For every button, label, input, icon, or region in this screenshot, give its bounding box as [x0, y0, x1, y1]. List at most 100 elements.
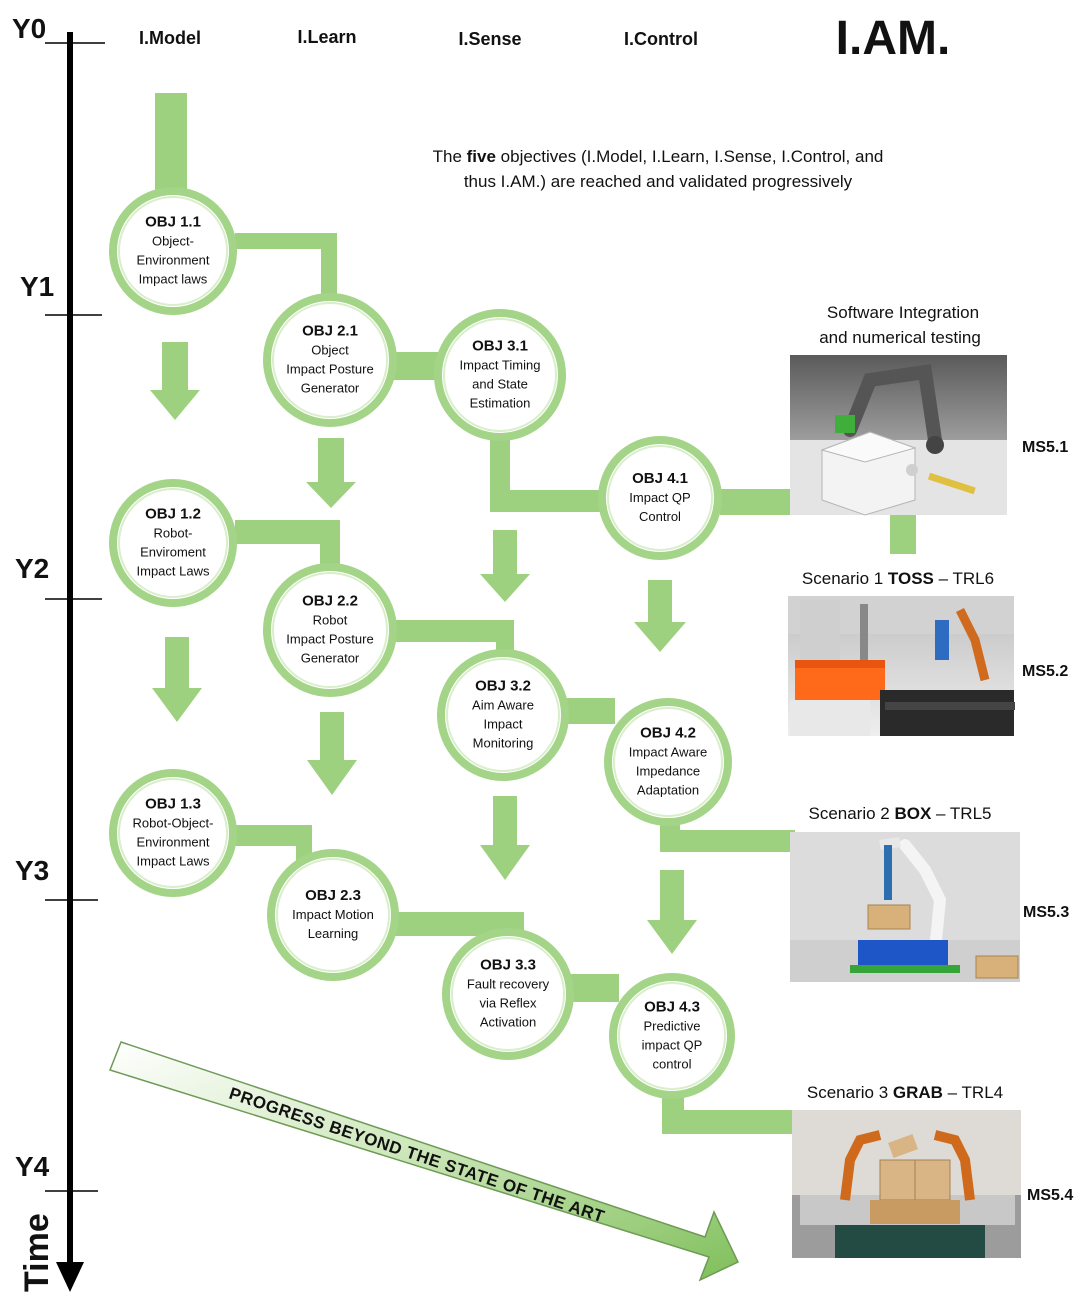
connector-obj-1-2-to-obj-2-2 [235, 520, 340, 575]
objective-description-line: Impact QP [629, 490, 690, 505]
objective-ring [434, 309, 566, 441]
progress-banner-arrow [109, 1041, 740, 1282]
objective-description-line: Robot-Object- [133, 816, 214, 831]
connector-obj-2-2-to-obj-3-2 [390, 620, 514, 660]
objective-description-line: Generator [301, 651, 360, 666]
objective-description-line: Generator [301, 381, 360, 396]
year-label-y2: Y2 [15, 553, 49, 584]
ms-5-3-label: MS5.3 [1023, 904, 1069, 921]
ms-5-3-caption-bold: BOX [894, 804, 932, 823]
objective-inner-ring [613, 707, 723, 817]
column-headings: I.Model I.Learn I.Sense I.Control I.AM. [139, 12, 950, 65]
year-label-y3: Y3 [15, 855, 49, 886]
objective-inner-ring [118, 196, 228, 306]
ms-5-3-caption: Scenario 2 BOX – TRL5 [808, 804, 991, 823]
intro-line-1: The five objectives (I.Model, I.Learn, I… [433, 147, 884, 166]
intro-line-1-bold: five [467, 147, 496, 166]
objective-inner-ring [446, 658, 560, 772]
progress-banner-text: PROGRESS BEYOND THE STATE OF THE ART [227, 1084, 607, 1227]
ms-5-4-caption-post: – TRL4 [943, 1083, 1003, 1102]
connector-ms-5-1-down [890, 512, 916, 554]
intro-line-1-pre: The [433, 147, 467, 166]
time-axis-label: Time [18, 1213, 56, 1292]
connector-obj-3-1-to-obj-4-1 [490, 440, 600, 512]
objective-description-line: Adaptation [637, 783, 699, 798]
objective-inner-ring [118, 488, 228, 598]
ms-5-2-caption: Scenario 1 TOSS – TRL6 [802, 569, 994, 588]
objective-inner-ring [272, 572, 388, 688]
down-arrow-isense-y2 [480, 530, 530, 602]
column-heading-isense: I.Sense [458, 29, 521, 49]
objective-inner-ring [443, 318, 557, 432]
objective-inner-ring [451, 937, 565, 1051]
connector-obj-3-3-to-obj-4-3 [565, 974, 619, 1002]
connector-start-obj-1-1 [155, 93, 187, 193]
objective-ring [263, 563, 397, 697]
year-label-y1: Y1 [20, 271, 54, 302]
objective-description-line: Impact Timing [460, 358, 541, 373]
objective-title: OBJ 1.3 [145, 796, 201, 813]
objective-title: OBJ 3.2 [475, 678, 531, 695]
objective-title: OBJ 2.1 [302, 323, 358, 340]
objective-ring [109, 479, 237, 607]
objective-ring [263, 293, 397, 427]
objective-description-line: Impact [483, 717, 522, 732]
objective-inner-ring [272, 302, 388, 418]
objective-title: OBJ 1.1 [145, 214, 201, 231]
objective-title: OBJ 4.1 [632, 470, 688, 487]
ms-5-3-caption-post: – TRL5 [931, 804, 991, 823]
objective-description-line: Impact Laws [137, 854, 210, 869]
objective-title: OBJ 2.2 [302, 593, 358, 610]
objective-ring [437, 649, 569, 781]
objective-description-line: Control [639, 509, 681, 524]
ms-5-1-label: MS5.1 [1022, 439, 1068, 456]
year-label-y0: Y0 [12, 13, 46, 44]
ms-5-3-image [790, 832, 1020, 982]
ms-5-4-caption: Scenario 3 GRAB – TRL4 [807, 1083, 1003, 1102]
objective-description-line: Fault recovery [467, 977, 550, 992]
objective-description-line: Aim Aware [472, 698, 534, 713]
intro-line-2: thus I.AM.) are reached and validated pr… [464, 172, 853, 191]
objective-description-line: Impedance [636, 764, 700, 779]
ms-5-1-image [790, 355, 1007, 516]
down-arrow-isense-y3 [480, 796, 530, 880]
objective-description-line: Learning [308, 926, 359, 941]
objective-description-line: Robot [313, 613, 348, 628]
objective-description-line: Monitoring [473, 736, 534, 751]
intro-line-1-post: objectives (I.Model, I.Learn, I.Sense, I… [496, 147, 883, 166]
objective-ring [267, 849, 399, 981]
objective-description-line: Predictive [643, 1019, 700, 1034]
objective-description-line: Impact Posture [286, 632, 373, 647]
objective-inner-ring [276, 858, 390, 972]
objective-description-line: Impact Aware [629, 745, 708, 760]
objective-title: OBJ 4.3 [644, 999, 700, 1016]
timeline-arrowhead [56, 1262, 84, 1292]
ms-5-3-caption-pre: Scenario 2 [808, 804, 894, 823]
ms-5-4-image [792, 1110, 1021, 1258]
connector-obj-4-2-to-ms-5-3 [660, 820, 795, 852]
connector-obj-1-3-to-obj-2-3 [235, 825, 312, 870]
down-arrow-imodel-y1 [150, 342, 200, 420]
objective-ring [604, 698, 732, 826]
ms-5-2-label: MS5.2 [1022, 663, 1068, 680]
objective-description-line: Impact Posture [286, 362, 373, 377]
objective-description-line: Object [311, 343, 349, 358]
column-heading-imodel: I.Model [139, 28, 201, 48]
column-heading-ilearn: I.Learn [297, 27, 356, 47]
objective-inner-ring [618, 982, 726, 1090]
objective-description-line: Environment [137, 835, 210, 850]
down-arrow-icontrol-y2 [634, 580, 686, 652]
objective-title: OBJ 1.2 [145, 506, 201, 523]
ms-5-2-caption-bold: TOSS [888, 569, 934, 588]
milestones: MS5.1 Software Integration and numerical… [788, 303, 1073, 1258]
objective-description-line: Robot- [153, 526, 192, 541]
ms-5-1-caption-line-2: and numerical testing [819, 328, 981, 347]
ms-5-2-caption-pre: Scenario 1 [802, 569, 888, 588]
objective-description-line: impact QP [642, 1038, 703, 1053]
